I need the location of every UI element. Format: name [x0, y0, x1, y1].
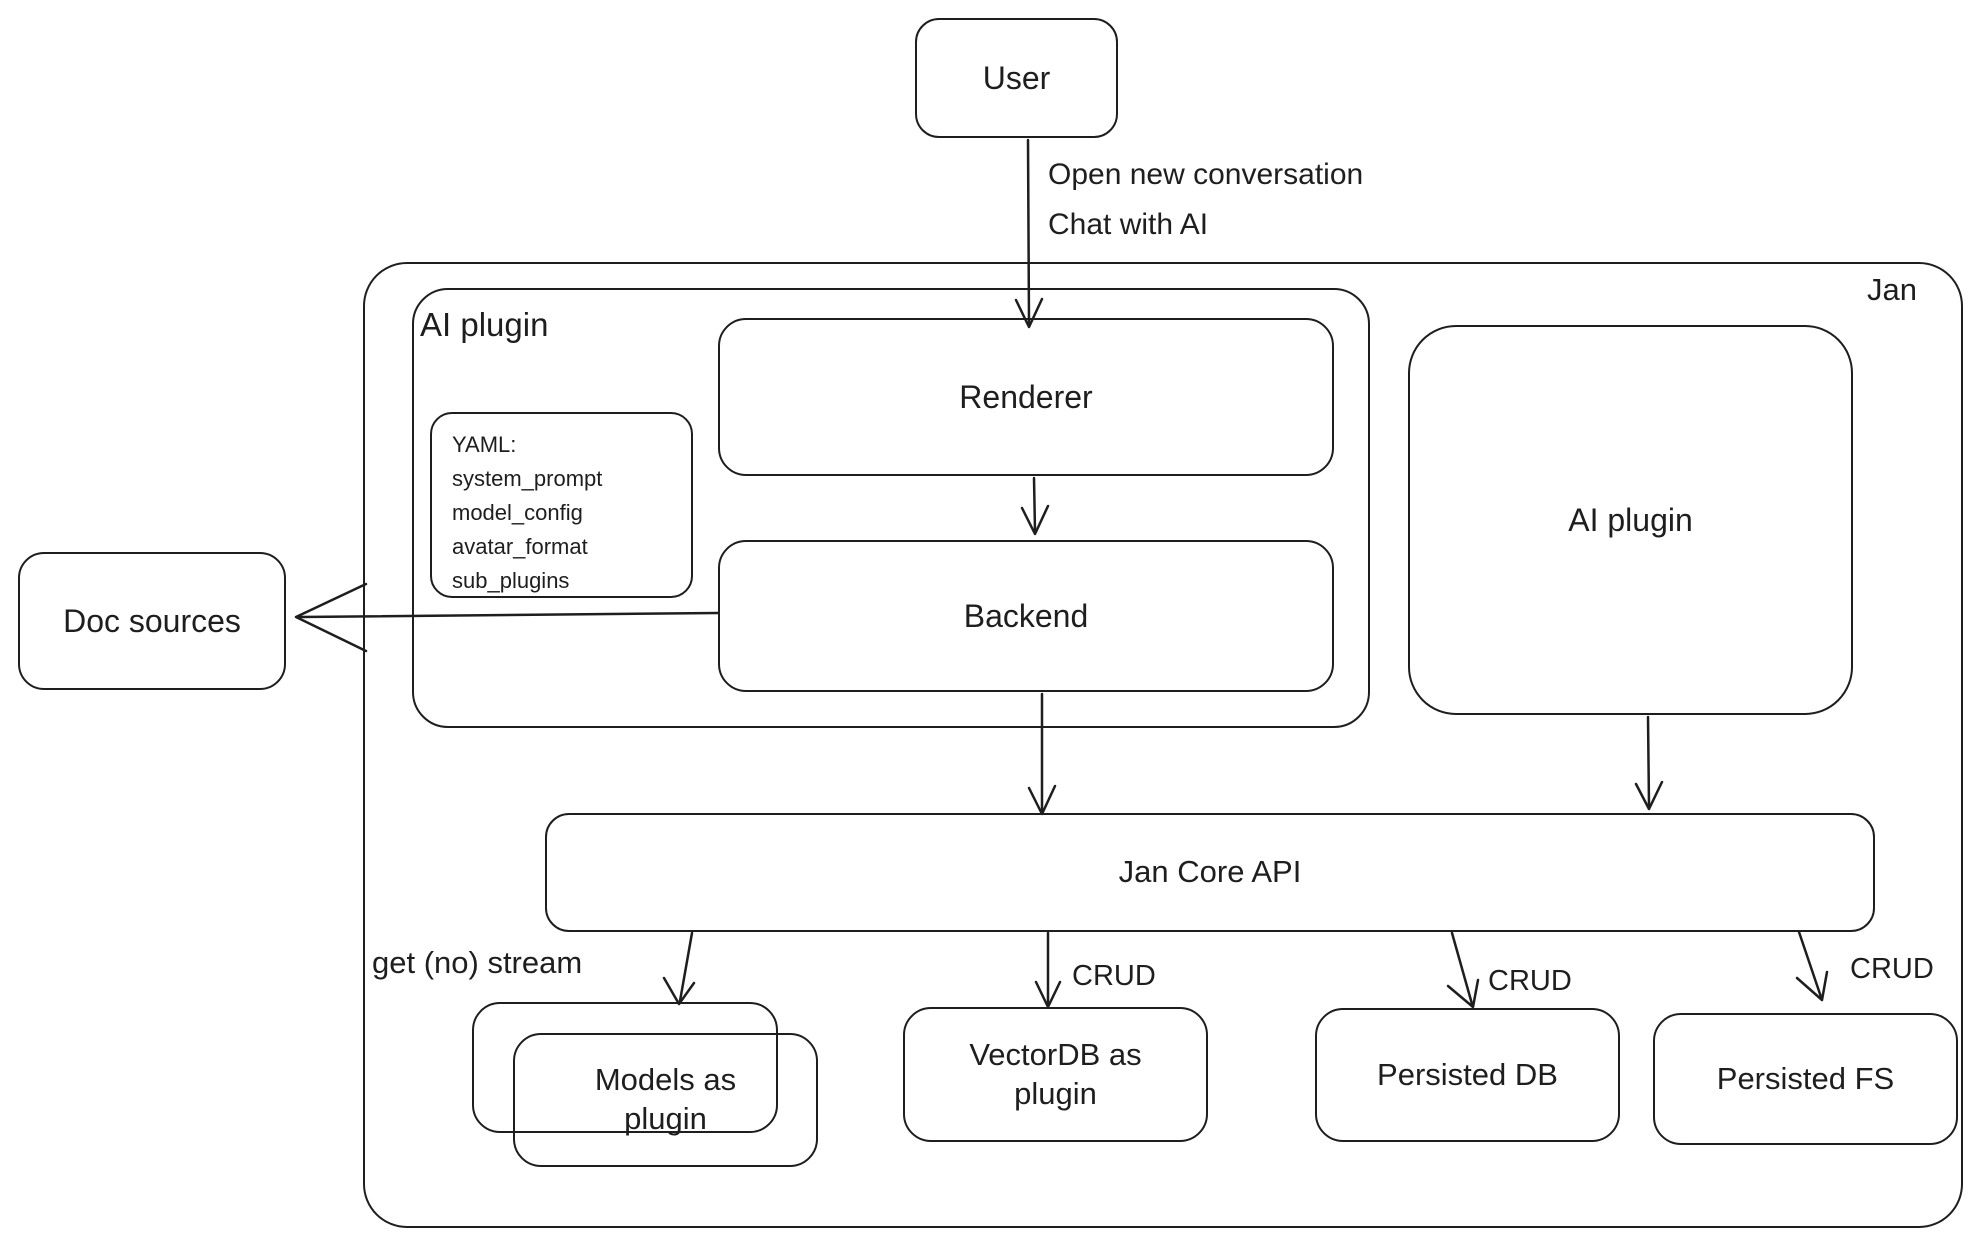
- edge-label-crud-persisted-db: CRUD: [1488, 965, 1572, 997]
- node-renderer-label: Renderer: [959, 379, 1093, 415]
- node-backend: Backend: [718, 540, 1334, 692]
- container-jan: [363, 262, 1963, 1228]
- node-persisted-db: Persisted DB: [1315, 1008, 1620, 1142]
- container-jan-label: Jan: [1867, 272, 1917, 307]
- node-persisted-db-label: Persisted DB: [1377, 1056, 1558, 1092]
- node-backend-label: Backend: [963, 598, 1089, 634]
- edge-label-crud-vectordb: CRUD: [1072, 960, 1156, 992]
- note-yaml: YAML: system_prompt model_config avatar_…: [430, 412, 693, 598]
- node-ai-plugin-right-label: AI plugin: [1568, 502, 1693, 538]
- edge-label-get-stream: get (no) stream: [372, 945, 583, 980]
- node-vectordb-plugin-label-1: VectorDB as: [969, 1036, 1142, 1072]
- node-vectordb-plugin: VectorDB as plugin: [903, 1007, 1208, 1142]
- node-user: User: [915, 18, 1118, 138]
- node-models-plugin-label-1: Models as: [594, 1062, 737, 1098]
- node-jan-core-api: Jan Core API: [545, 813, 1875, 932]
- node-renderer: Renderer: [718, 318, 1334, 476]
- node-models-plugin-back: [472, 1002, 778, 1133]
- edge-label-crud-persisted-fs: CRUD: [1850, 953, 1934, 985]
- node-doc-sources: Doc sources: [18, 552, 286, 690]
- node-ai-plugin-right: AI plugin: [1408, 325, 1853, 715]
- node-persisted-fs: Persisted FS: [1653, 1013, 1958, 1145]
- container-ai-plugin-group: [412, 288, 1370, 728]
- node-doc-sources-label: Doc sources: [63, 603, 241, 639]
- arrow-backend-to-docsources-head: [294, 582, 368, 653]
- node-persisted-fs-label: Persisted FS: [1716, 1060, 1895, 1096]
- container-ai-plugin-group-label: AI plugin: [420, 306, 549, 343]
- node-models-plugin-label-2: plugin: [624, 1101, 707, 1136]
- edge-label-user-action: Open new conversation Chat with AI: [1048, 158, 1364, 241]
- node-models-plugin: Models as plugin: [513, 1033, 818, 1167]
- node-vectordb-plugin-label-2: plugin: [1014, 1075, 1097, 1111]
- node-jan-core-api-label: Jan Core API: [1118, 854, 1302, 890]
- node-user-label: User: [982, 60, 1051, 96]
